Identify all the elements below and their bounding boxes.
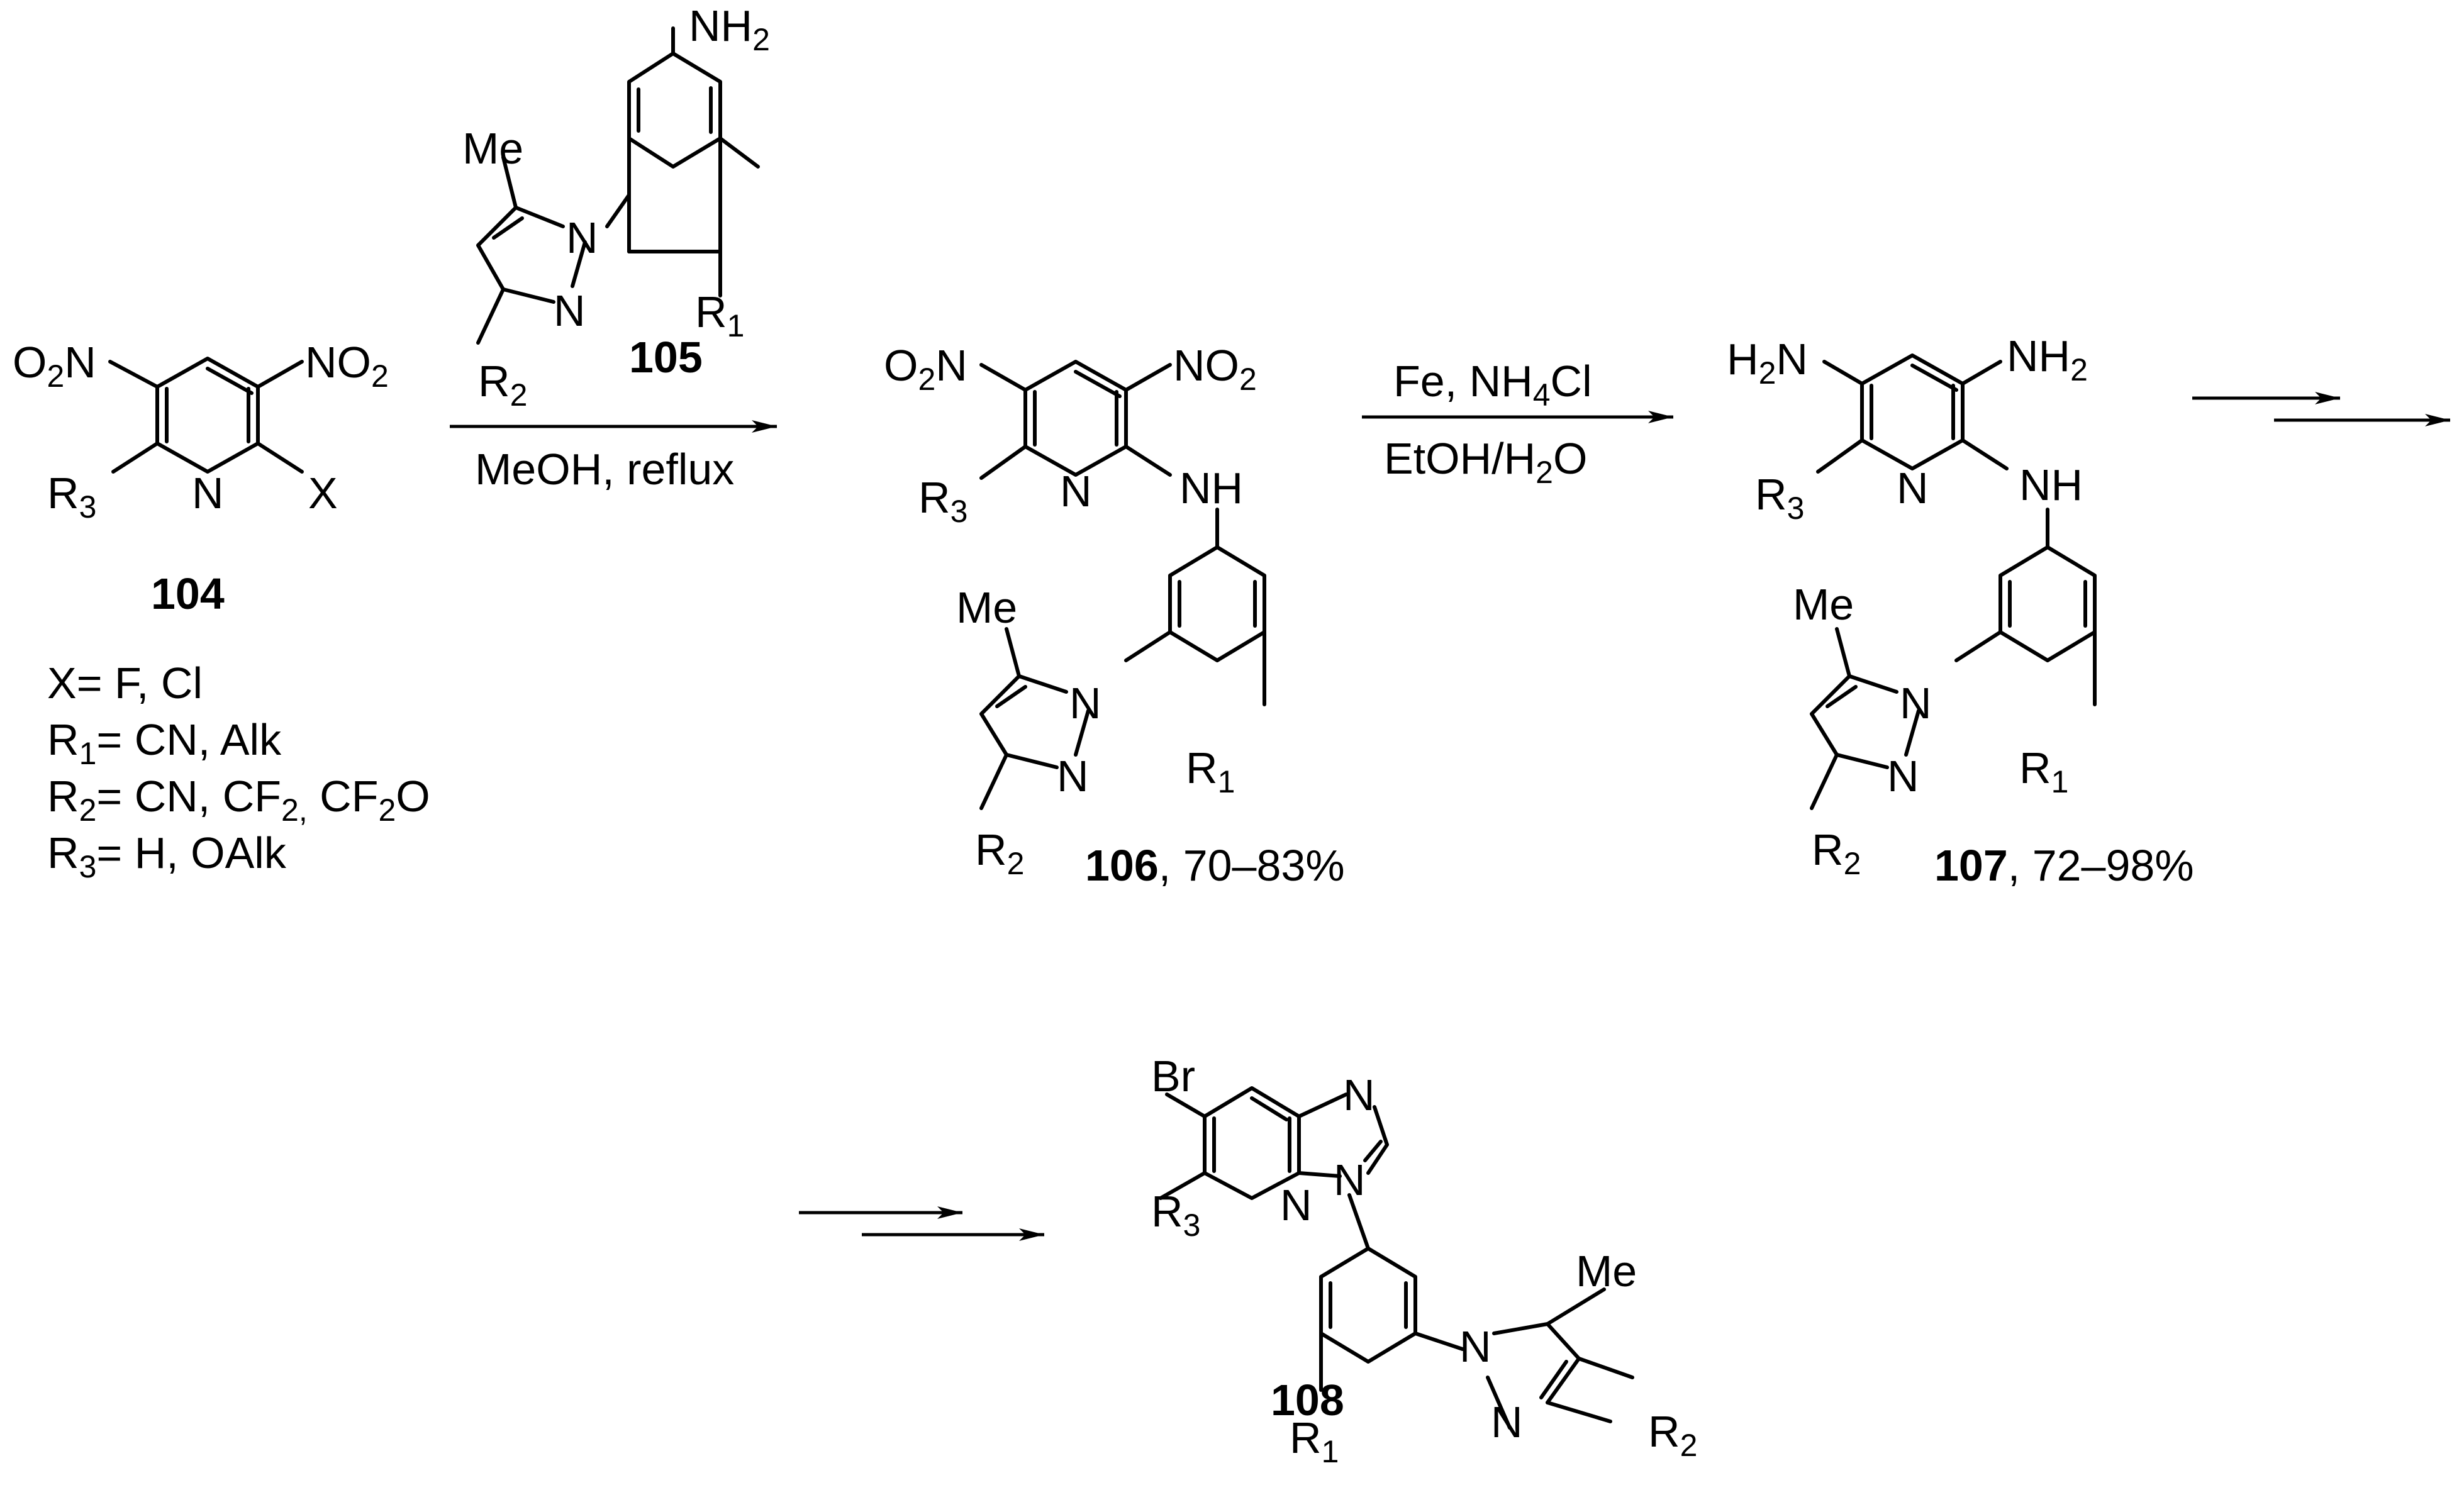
- ring-n-label: N: [1060, 467, 1092, 516]
- methyl-label: Me: [462, 124, 523, 173]
- compound-105: NH2 Me N N R1 R2 105: [462, 1, 770, 413]
- compound-number: 107: [1934, 841, 2008, 890]
- step2-reagent: Fe, NH4Cl: [1393, 357, 1592, 413]
- compound-number: 106: [1085, 841, 1159, 890]
- compound-104: O2N NO2 N X R3 104: [13, 338, 389, 618]
- reaction-arrow-step2: Fe, NH4Cl EtOH/H2O: [1362, 357, 1673, 490]
- no2-left-label: O2N: [13, 338, 96, 394]
- pyrazole-n1-label: N: [1900, 679, 1932, 728]
- r1-label: R1: [1290, 1413, 1339, 1469]
- pyrazole-n2-label: N: [554, 286, 586, 335]
- yield-label: , 72–98%: [2008, 841, 2194, 890]
- multistep-arrow-top: [2192, 392, 2450, 426]
- nh2-right-label: NH2: [2007, 331, 2088, 387]
- imidazole-n1-label: N: [1343, 1070, 1375, 1120]
- r3-label: R3: [47, 469, 96, 525]
- substituent-x: X= F, Cl: [47, 659, 203, 708]
- r2-label: R2: [1812, 825, 1861, 881]
- pyrazole-n2-label: N: [1057, 752, 1089, 801]
- substituent-r3: R3= H, OAlk: [47, 828, 287, 884]
- methyl-label: Me: [1793, 580, 1854, 629]
- ring-n-label: N: [1897, 464, 1929, 513]
- step1-conditions: MeOH, reflux: [475, 445, 734, 494]
- reaction-arrow-step1: MeOH, reflux: [450, 420, 777, 494]
- x-label: X: [308, 469, 338, 518]
- substituent-r2: R2= CN, CF2, CF2O: [47, 772, 430, 828]
- bromo-label: Br: [1151, 1052, 1195, 1101]
- yield-label: , 70–83%: [1159, 841, 1345, 890]
- no2-right-label: NO2: [305, 338, 389, 394]
- pyrazole-n2-label: N: [1491, 1398, 1523, 1447]
- multistep-arrow-bottom: [799, 1206, 1044, 1241]
- nh-label: NH: [1179, 464, 1243, 513]
- compound-107: H2N NH2 N NH R3 Me N N R1 R2 107, 72–98%: [1727, 331, 2194, 890]
- r2-label: R2: [478, 357, 527, 413]
- r1-label: R1: [2019, 743, 2068, 799]
- nh2-left-label: H2N: [1727, 335, 1808, 391]
- compound-106: O2N NO2 N NH R3 Me N N R1 R2 106, 70–83%: [884, 341, 1345, 890]
- r3-label: R3: [1151, 1187, 1200, 1243]
- pyrazole-n1-label: N: [566, 213, 598, 262]
- r1-label: R1: [695, 287, 744, 343]
- compound-108: Br R3 N N N Me N N R1 R2 108: [1151, 1052, 1697, 1469]
- pyridine-n-label: N: [1280, 1181, 1312, 1230]
- r3-label: R3: [1755, 470, 1804, 526]
- pyrazole-n1-label: N: [1069, 679, 1101, 728]
- no2-right-label: NO2: [1173, 341, 1257, 397]
- nh2-label: NH2: [689, 1, 770, 57]
- step2-solvent: EtOH/H2O: [1384, 434, 1587, 490]
- no2-left-label: O2N: [884, 341, 967, 397]
- methyl-label: Me: [1576, 1247, 1637, 1296]
- ring-n-label: N: [192, 469, 224, 518]
- substituent-legend: X= F, Cl R1= CN, Alk R2= CN, CF2, CF2O R…: [47, 659, 430, 884]
- r2-label: R2: [1648, 1407, 1697, 1463]
- compound-caption: 107, 72–98%: [1934, 841, 2194, 890]
- imidazole-n3-label: N: [1334, 1155, 1366, 1204]
- compound-caption: 106, 70–83%: [1085, 841, 1345, 890]
- compound-number: 108: [1271, 1376, 1344, 1425]
- compound-number: 105: [629, 333, 703, 382]
- r2-label: R2: [975, 825, 1024, 881]
- substituent-r1: R1= CN, Alk: [47, 715, 282, 771]
- r1-label: R1: [1186, 743, 1235, 799]
- pyrazole-n1-label: N: [1459, 1322, 1491, 1371]
- nh-label: NH: [2019, 460, 2083, 509]
- r3-label: R3: [918, 473, 967, 529]
- compound-number: 104: [151, 569, 225, 618]
- pyrazole-n2-label: N: [1887, 752, 1919, 801]
- methyl-label: Me: [956, 583, 1017, 632]
